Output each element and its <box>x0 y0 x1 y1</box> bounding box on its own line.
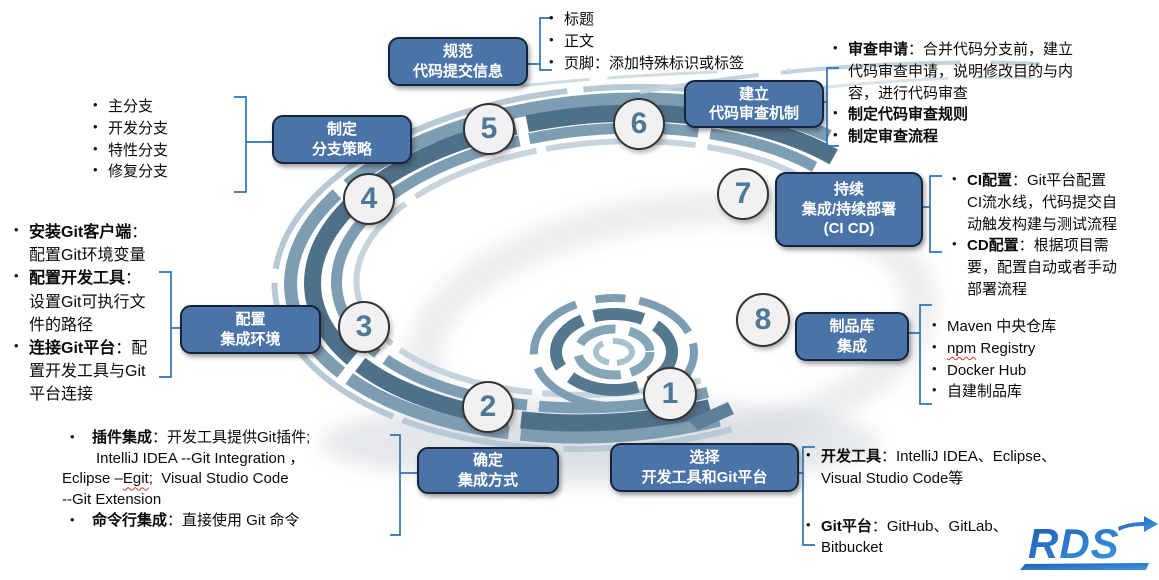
text-segment: 开发分支 <box>108 119 169 137</box>
rds-logo-underline <box>1020 563 1149 570</box>
list-item: 配置开发工具： 设置Git可执行文 件的路径 <box>14 267 186 337</box>
list-item: Maven 中央仓库 <box>932 316 1132 338</box>
list-item: 安装Git客户端： 配置Git环境变量 <box>14 221 186 267</box>
list-item: 制定代码审查规则 <box>833 104 1157 126</box>
bracket-step4 <box>234 96 272 193</box>
text-segment: Eclipse – <box>62 470 123 488</box>
text-segment: ：配 置开发工具与Git 平台连接 <box>29 339 148 404</box>
step-box-1: 选择 开发工具和Git平台 <box>610 443 799 492</box>
text-segment: ：GitHub、GitLab、 Bitbucket <box>821 517 1008 557</box>
callout-step2: 插件集成：开发工具提供Git插件;IntelliJ IDEA --Git Int… <box>62 428 412 531</box>
list-item: 修复分支 <box>93 161 203 183</box>
text-segment: ：直接使用 Git 命令 <box>167 511 300 529</box>
list-item: 插件集成：开发工具提供Git插件; <box>62 428 412 449</box>
step-box-8: 制品库 集成 <box>795 312 909 361</box>
text-segment: ; Visual Studio Code <box>148 470 289 488</box>
text-segment: Registry <box>976 339 1036 357</box>
step-box-3: 配置 集成环境 <box>180 305 321 354</box>
text-segment: IntelliJ IDEA --Git Integration ， <box>96 449 305 467</box>
text-segment: 制定审查流程 <box>848 128 939 145</box>
list-item: 连接Git平台：配 置开发工具与Git 平台连接 <box>14 337 186 407</box>
swirl-tail-plate <box>688 402 734 430</box>
step-circle-5: 5 <box>463 103 515 155</box>
list-item: 页脚：添加特殊标识或标签 <box>549 53 799 75</box>
list-item: 审查申请：合并代码分支前，建立 代码审查申请，说明修改目的与内 容，进行代码审查 <box>833 39 1157 104</box>
text-segment: Egit <box>122 470 149 488</box>
text-segment: Docker Hub <box>947 361 1027 379</box>
list-item: npm Registry <box>932 338 1132 360</box>
list-item: CD配置：根据项目需 要，配置自动或者手动 部署流程 <box>952 235 1159 300</box>
text-segment: ：合并代码分支前，建立 代码审查申请，说明修改目的与内 容，进行代码审查 <box>848 41 1074 102</box>
step-box-7: 持续 集成/持续部署 (CI CD) <box>775 172 923 247</box>
step-circle-7: 7 <box>717 168 769 220</box>
inner-swirl <box>530 294 734 430</box>
list-item: 开发工具：IntelliJ IDEA、Eclipse、 Visual Studi… <box>806 446 1116 490</box>
text-segment: 修复分支 <box>108 163 169 181</box>
text-segment: ： 配置Git环境变量 <box>29 224 148 265</box>
rds-logo-arrow-icon <box>1118 516 1158 532</box>
text-segment: ：根据项目需 要，配置自动或者手动 部署流程 <box>967 237 1118 298</box>
step-circle-3: 3 <box>338 301 390 353</box>
text-segment: 页脚：添加特殊标识或标签 <box>564 54 745 72</box>
step-box-6: 建立 代码审查机制 <box>684 80 824 128</box>
text-segment: ：Git平台配置 CI流水线，代码提交自 动触发构建与测试流程 <box>967 172 1118 233</box>
text-segment: ： 设置Git可执行文 件的路径 <box>29 270 146 334</box>
step-circle-8: 8 <box>736 293 790 347</box>
text-segment: 开发工具 <box>821 448 882 465</box>
list-item: 开发分支 <box>93 118 203 140</box>
text-segment: npm <box>947 339 977 357</box>
callout-step5: 标题正文页脚：添加特殊标识或标签 <box>549 9 799 74</box>
swirl-band <box>271 83 945 453</box>
step-circle-6: 6 <box>613 98 665 150</box>
callout-step3: 安装Git客户端： 配置Git环境变量配置开发工具： 设置Git可执行文 件的路… <box>14 221 186 407</box>
callout-step4: 主分支开发分支特性分支修复分支 <box>93 96 203 183</box>
text-segment: ：IntelliJ IDEA、Eclipse、 Visual Studio Co… <box>821 448 1057 487</box>
list-item: Git平台：GitHub、GitLab、 Bitbucket <box>806 516 1116 560</box>
step-circle-2: 2 <box>462 381 514 433</box>
text-segment: 自建制品库 <box>947 383 1023 401</box>
text-segment: 命令行集成 <box>92 511 168 529</box>
list-item: IntelliJ IDEA --Git Integration ， <box>62 449 412 470</box>
list-item: 标题 <box>549 9 799 31</box>
text-segment: --Git Extension <box>62 491 162 509</box>
step-box-2: 确定 集成方式 <box>417 447 559 494</box>
list-item: 主分支 <box>93 96 203 118</box>
callout-step8: Maven 中央仓库npm RegistryDocker Hub自建制品库 <box>932 316 1132 403</box>
text-segment: 审查申请 <box>848 41 909 58</box>
step-circle-1: 1 <box>643 367 697 421</box>
list-item: 命令行集成：直接使用 Git 命令 <box>62 511 412 532</box>
list-item: 自建制品库 <box>932 381 1132 403</box>
list-item: 制定审查流程 <box>833 126 1157 148</box>
step-box-4: 制定 分支策略 <box>272 115 412 164</box>
bracket-step8 <box>905 304 932 405</box>
text-segment: ：开发工具提供Git插件; <box>152 429 311 446</box>
list-item: CI配置：Git平台配置 CI流水线，代码提交自 动触发构建与测试流程 <box>952 170 1159 235</box>
text-segment: Git平台 <box>821 517 872 535</box>
text-segment: 连接Git平台 <box>29 339 116 357</box>
callout-step6: 审查申请：合并代码分支前，建立 代码审查申请，说明修改目的与内 容，进行代码审查… <box>833 39 1157 148</box>
list-item: 正文 <box>549 31 799 53</box>
list-item: --Git Extension <box>62 490 412 511</box>
list-item: Docker Hub <box>932 360 1132 382</box>
text-segment: 配置开发工具 <box>29 270 126 288</box>
text-segment: CI配置 <box>967 172 1013 189</box>
bracket-step5 <box>524 17 552 71</box>
text-segment: 特性分支 <box>108 141 169 159</box>
text-segment: 制定代码审查规则 <box>848 106 969 124</box>
list-item: 特性分支 <box>93 140 203 162</box>
text-segment: 正文 <box>564 32 595 50</box>
step-box-5: 规范 代码提交信息 <box>388 37 528 86</box>
text-segment: 插件集成 <box>92 429 153 446</box>
step-circle-4: 4 <box>343 173 395 225</box>
callout-step7: CI配置：Git平台配置 CI流水线，代码提交自 动触发构建与测试流程CD配置：… <box>952 170 1159 301</box>
text-segment: 主分支 <box>108 98 154 115</box>
text-segment: Maven 中央仓库 <box>947 318 1057 335</box>
text-segment: CD配置 <box>967 237 1019 255</box>
list-item: Eclipse –Egit; Visual Studio Code <box>62 469 412 490</box>
text-segment: 安装Git客户端 <box>29 224 132 241</box>
callout-step1: 开发工具：IntelliJ IDEA、Eclipse、 Visual Studi… <box>806 446 1116 559</box>
text-segment: 标题 <box>564 11 595 28</box>
